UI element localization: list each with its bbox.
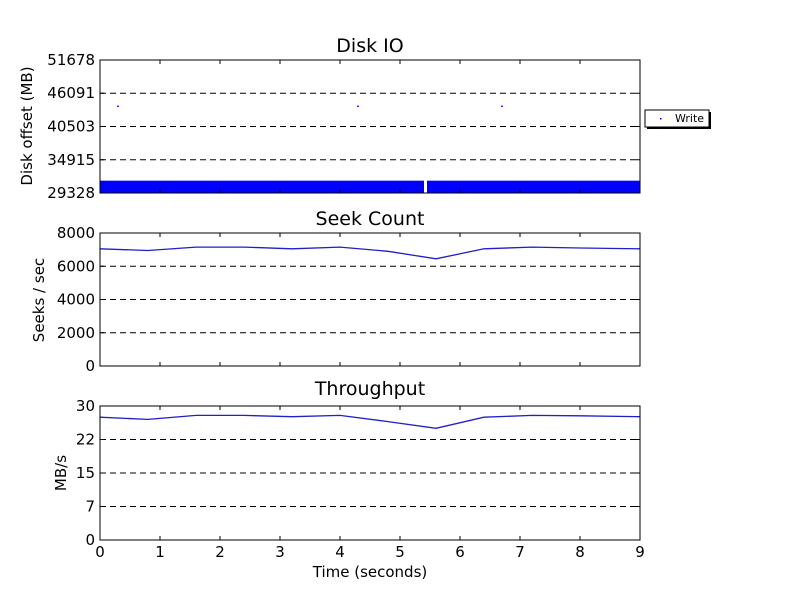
disk-io-frame xyxy=(99,59,641,194)
disk-io-panel: Disk IO Disk offset (MB) 29328 34915 40503… xyxy=(18,35,711,202)
y-tick-label: 15 xyxy=(76,464,95,482)
throughput-frame xyxy=(99,405,641,541)
y-tick-label: 22 xyxy=(76,431,95,449)
x-tick-label: 5 xyxy=(395,543,405,561)
throughput-ylabel: MB/s xyxy=(52,455,70,491)
seek-count-line xyxy=(99,246,641,260)
y-tick-label: 51678 xyxy=(47,51,95,69)
seek-count-title: Seek Count xyxy=(316,208,425,230)
x-tick-label: 1 xyxy=(155,543,165,561)
disk-io-title: Disk IO xyxy=(336,35,403,57)
throughput-panel: Throughput MB/s 0 7 15 22 30 0 1 2 3 4 5 6 7 8 9 Time … xyxy=(52,378,645,581)
y-tick-label: 0 xyxy=(85,357,95,375)
legend-write-marker xyxy=(660,118,662,120)
write-point xyxy=(501,105,503,108)
write-point-band xyxy=(100,180,424,193)
seek-count-line-group xyxy=(99,246,641,260)
y-tick-label: 29328 xyxy=(47,184,95,202)
x-tick-label: 7 xyxy=(515,543,525,561)
write-point xyxy=(117,105,119,108)
disk-io-write-band xyxy=(100,180,640,193)
throughput-line xyxy=(99,414,641,429)
legend-write-label: Write xyxy=(675,112,704,125)
throughput-title: Throughput xyxy=(314,378,425,400)
seek-count-grid xyxy=(100,265,640,334)
throughput-xlabel: Time (seconds) xyxy=(312,563,428,581)
disk-io-ticks: 29328 34915 40503 46091 51678 xyxy=(47,51,641,202)
y-tick-label: 8000 xyxy=(57,224,95,242)
legend-box xyxy=(644,109,710,128)
write-point xyxy=(357,105,359,108)
x-tick-label: 6 xyxy=(455,543,465,561)
seek-count-ylabel: Seeks / sec xyxy=(30,258,48,342)
seek-count-frame xyxy=(99,232,641,367)
x-tick-label: 2 xyxy=(215,543,225,561)
y-tick-label: 7 xyxy=(85,498,95,516)
x-tick-label: 3 xyxy=(275,543,285,561)
throughput-grid xyxy=(100,439,640,507)
y-tick-label: 2000 xyxy=(57,324,95,342)
y-tick-label: 40503 xyxy=(47,118,95,136)
throughput-line-group xyxy=(99,414,641,429)
write-point-band xyxy=(427,180,640,193)
x-tick-label: 4 xyxy=(335,543,345,561)
disk-io-write-points xyxy=(117,105,503,108)
x-tick-label: 9 xyxy=(635,543,645,561)
y-tick-label: 0 xyxy=(85,531,95,549)
y-tick-label: 30 xyxy=(76,397,95,415)
y-tick-label: 34915 xyxy=(47,151,95,169)
disk-io-ylabel: Disk offset (MB) xyxy=(18,66,36,185)
x-tick-label: 8 xyxy=(575,543,585,561)
seek-count-panel: Seek Count Seeks / sec 0 2000 4000 6000 8000 xyxy=(30,208,641,375)
disk-io-grid xyxy=(100,92,640,161)
disk-io-legend: Write xyxy=(644,109,711,129)
y-tick-label: 4000 xyxy=(57,291,95,309)
x-tick-label: 0 xyxy=(95,543,105,561)
seek-count-ticks: 0 2000 4000 6000 8000 xyxy=(57,224,641,375)
y-tick-label: 46091 xyxy=(47,84,95,102)
y-tick-label: 6000 xyxy=(57,257,95,275)
